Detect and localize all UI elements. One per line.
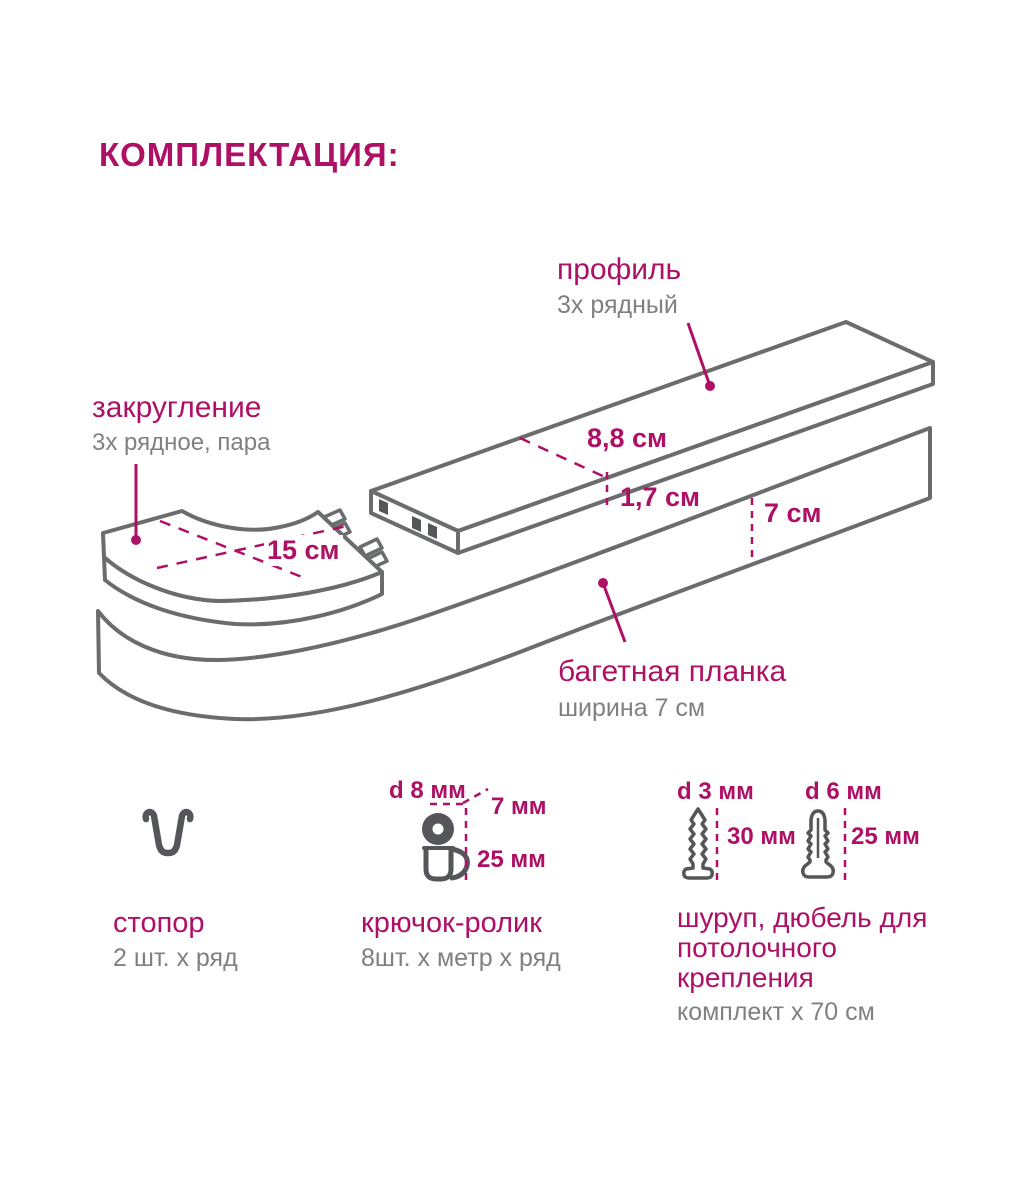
roller-offset-dash — [462, 787, 489, 805]
roller-diameter-dim: d 8 мм — [389, 777, 466, 804]
dowel-diameter-dim: d 6 мм — [805, 778, 882, 805]
corner-length-dim: 15 см — [264, 535, 343, 567]
profile-channel-slot — [379, 499, 388, 515]
corner-label: закругление — [92, 391, 262, 424]
dowel-icon — [801, 809, 835, 879]
profile-thickness-dim: 1,7 см — [620, 482, 701, 512]
stopper-icon — [142, 808, 194, 857]
hook-roller-qty: 8шт. х метр х ряд — [361, 944, 561, 972]
bottom-dimension-dashes — [430, 787, 847, 884]
stopper-label: стопор — [113, 907, 205, 939]
baguette-note: ширина 7 см — [558, 694, 706, 722]
screw-dowel-label: шуруп, дюбель для потолочного крепления — [677, 902, 928, 993]
dowel-length-dim: 25 мм — [851, 823, 920, 850]
profile-front-face — [456, 360, 935, 555]
profile-width-dash — [519, 436, 608, 480]
corner-piece-top-face — [101, 509, 384, 603]
profile-leader-line — [686, 322, 712, 387]
corner-diagonal-dash-2 — [156, 524, 348, 570]
screw-diameter-dim: d 3 мм — [677, 778, 754, 805]
stopper-qty: 2 шт. х ряд — [113, 944, 238, 972]
corner-note: 3х рядное, пара — [92, 429, 271, 456]
screw-dowel-qty: комплект х 70 см — [677, 998, 875, 1026]
roller-offset-dim: 7 мм — [491, 793, 547, 820]
hook-roller-label: крючок-ролик — [361, 907, 542, 939]
baguette-leader-dot — [598, 578, 608, 588]
baguette-strip-drawing — [96, 426, 932, 722]
profile-label: профиль — [557, 253, 682, 286]
leader-lines — [131, 322, 715, 643]
profile-channel-slot — [428, 523, 437, 539]
profile-note: 3х рядный — [557, 291, 678, 319]
page-title: КОМПЛЕКТАЦИЯ: — [99, 136, 400, 173]
profile-channel-slot — [412, 516, 421, 532]
profile-leader-dot — [705, 381, 715, 391]
corner-piece-drawing — [101, 508, 389, 627]
hook-roller-icon — [422, 813, 470, 882]
screw-icon — [682, 807, 714, 880]
baguette-label: багетная планка — [558, 655, 787, 688]
baguette-leader-line — [601, 582, 627, 643]
corner-leader-dot — [131, 535, 141, 545]
baguette-strip-shape — [96, 426, 932, 722]
screw-length-dim: 30 мм — [727, 823, 796, 850]
roller-length-dim: 25 мм — [477, 846, 546, 873]
roller-hole — [432, 823, 444, 835]
hook-body — [423, 847, 454, 882]
profile-width-dim: 8,8 см — [584, 423, 671, 455]
baguette-height-dim: 7 см — [764, 498, 822, 528]
corner-diagonal-dash-1 — [159, 519, 303, 579]
